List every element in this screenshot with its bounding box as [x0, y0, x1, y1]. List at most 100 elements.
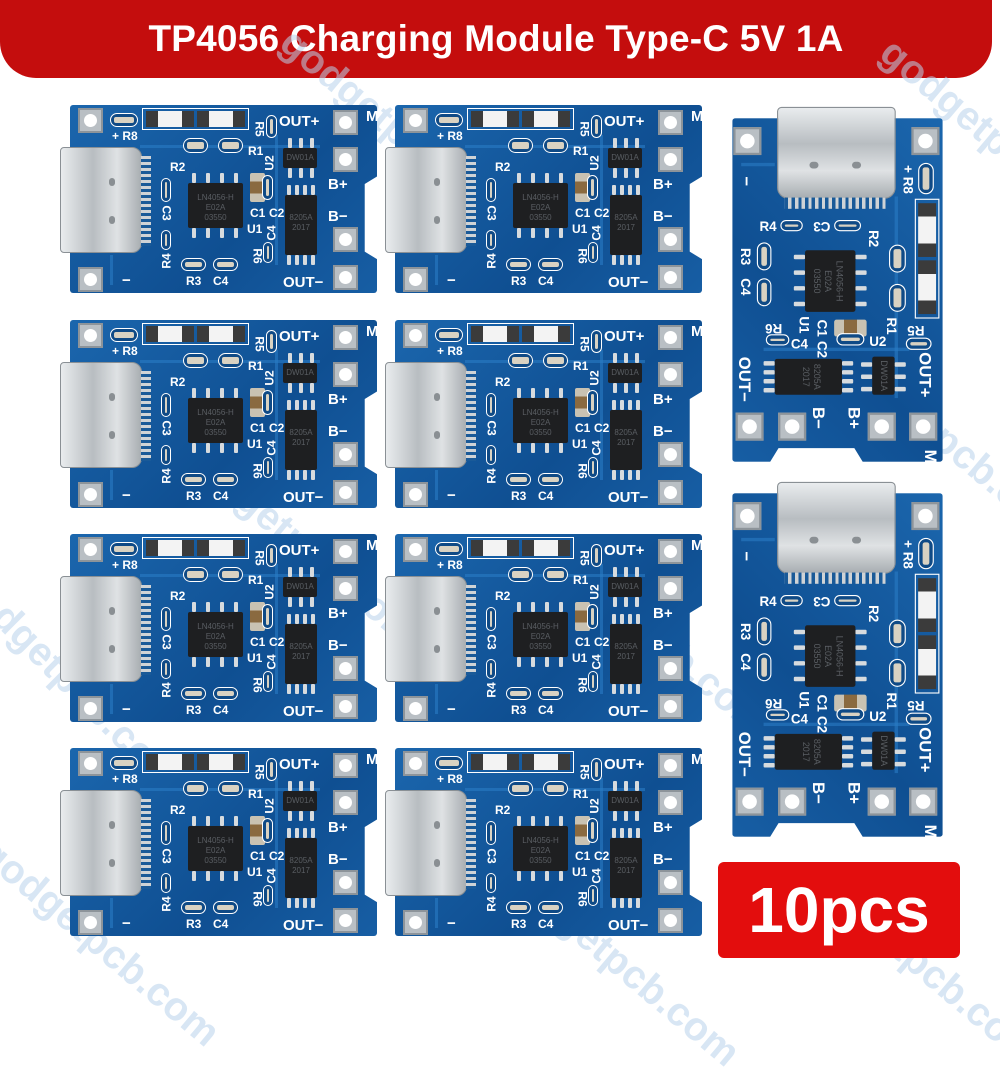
- pcb-detail: [490, 663, 492, 675]
- pad-b-minus: [658, 656, 683, 681]
- pcb-detail: [192, 816, 196, 826]
- silkscreen-label-r5: R5: [577, 764, 592, 780]
- chip-marking: 8205A: [614, 856, 638, 865]
- pcb-detail: [471, 326, 519, 342]
- usb-type-c-connector: [385, 576, 476, 682]
- pcb-detail: [664, 271, 677, 284]
- pcb-detail: [841, 379, 854, 384]
- pcb-detail: [192, 602, 196, 612]
- pcb-detail: [339, 700, 352, 713]
- silkscreen-label-c4: C4: [737, 653, 754, 671]
- silkscreen-label-r2: R2: [170, 375, 186, 389]
- pcb-detail: [439, 760, 459, 766]
- pad-bottom-left: [78, 267, 103, 292]
- silkscreen-label-c1: C1: [250, 849, 266, 863]
- capacitor-c4: [213, 258, 238, 271]
- pcb-detail: [559, 388, 563, 398]
- silkscreen-label-c4: C4: [213, 703, 229, 717]
- pcb-detail: [841, 361, 854, 366]
- chip-u2-dw01a: DW01A: [872, 356, 895, 395]
- pcb-detail: [784, 224, 799, 227]
- pcb-detail: [409, 329, 422, 342]
- resistor-r1: [543, 567, 568, 582]
- pcb-detail: [434, 607, 440, 615]
- pcb-detail: [310, 138, 314, 148]
- pcb-detail: [146, 754, 194, 770]
- pcb-detail: [197, 111, 245, 127]
- silkscreen-label-c2: C2: [594, 206, 610, 220]
- pcb-detail: [110, 898, 113, 928]
- pad-b-minus: [658, 442, 683, 467]
- silkscreen-label-m: M: [691, 108, 704, 125]
- pcb-detail: [270, 762, 273, 777]
- resistor-r4: [161, 873, 171, 893]
- silkscreen-label-r3: R3: [511, 274, 527, 288]
- pcb-detail: [311, 185, 315, 195]
- silkscreen-label-out_minus: OUT−: [734, 731, 754, 777]
- chip-u2-dw01a: DW01A: [608, 148, 642, 168]
- pcb-detail: [763, 388, 775, 393]
- silkscreen-label-r4: R4: [484, 682, 499, 698]
- silkscreen-label-out_plus: OUT+: [604, 113, 645, 130]
- chip-marking: 2017: [292, 866, 310, 875]
- silkscreen-label-out_plus: OUT+: [279, 542, 320, 559]
- pcb-detail: [114, 117, 134, 123]
- silkscreen-label-b_plus: B+: [653, 605, 673, 622]
- chip-marking: 8205A: [811, 363, 822, 390]
- pcb-detail: [531, 871, 535, 881]
- chip-marking: 03550: [529, 213, 552, 222]
- pcb-detail: [763, 745, 775, 750]
- pcb-detail: [310, 597, 314, 607]
- pcb-detail: [110, 470, 113, 500]
- pad-b-minus: [333, 870, 358, 895]
- pcb-detail: [146, 540, 194, 556]
- usb-type-c-connector: [60, 576, 151, 682]
- chip-marking: 8205A: [289, 428, 313, 437]
- silkscreen-label-c4: C4: [213, 917, 229, 931]
- silkscreen-label-r4: R4: [159, 253, 174, 269]
- pcb-detail: [591, 822, 594, 839]
- capacitor-c4: [538, 258, 563, 271]
- capacitor-c4: [538, 473, 563, 486]
- pcb-detail: [664, 486, 677, 499]
- pad-m: [658, 753, 683, 778]
- pad-bottom-left: [78, 696, 103, 721]
- pcb-detail: [434, 821, 440, 829]
- pcb-detail: [740, 133, 755, 149]
- pcb-detail: [522, 111, 570, 127]
- pcb-detail: [531, 228, 535, 238]
- chip-marking: LN4056-H: [522, 836, 559, 845]
- chip-marking: E02A: [530, 632, 551, 641]
- resistor-c3: [486, 393, 496, 417]
- pcb-detail: [664, 582, 677, 595]
- pcb-detail: [517, 443, 521, 453]
- pcb-detail: [434, 859, 440, 867]
- pcb-detail: [545, 173, 549, 183]
- silkscreen-label-m: M: [920, 824, 940, 839]
- pcb-detail: [303, 828, 307, 838]
- silkscreen-label-r3: R3: [186, 274, 202, 288]
- pcb-detail: [409, 702, 422, 715]
- pcb-detail: [861, 749, 873, 755]
- pcb-detail: [490, 234, 492, 246]
- pcb-detail: [664, 233, 677, 246]
- pcb-detail: [624, 811, 628, 821]
- pcb-detail: [612, 255, 616, 265]
- pcb-detail: [490, 397, 492, 413]
- pcb-detail: [303, 614, 307, 624]
- pcb-detail: [761, 246, 767, 266]
- resistor-c3: [161, 178, 171, 202]
- pcb-detail: [299, 597, 303, 607]
- silkscreen-label-c1: C1: [250, 206, 266, 220]
- pcb-detail: [894, 362, 906, 367]
- silkscreen-label-out_minus: OUT−: [608, 703, 649, 720]
- pcb-detail: [918, 133, 933, 149]
- pcb-detail: [275, 778, 278, 908]
- chip-marking: 2017: [800, 741, 811, 762]
- pcb-detail: [635, 138, 639, 148]
- pcb-detail: [109, 821, 115, 829]
- resistor-r3: [181, 901, 206, 914]
- pcb-detail: [531, 443, 535, 453]
